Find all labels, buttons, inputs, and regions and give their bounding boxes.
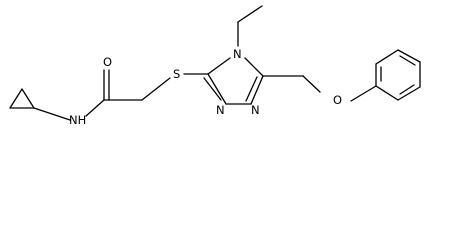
bond bbox=[375, 49, 399, 65]
chemical-structure: NH O S N N N O bbox=[9, 5, 421, 127]
bond bbox=[399, 84, 415, 95]
atom-label-n-ring: N bbox=[233, 47, 242, 61]
bond bbox=[245, 76, 258, 102]
bond bbox=[375, 85, 399, 101]
bond bbox=[244, 57, 264, 77]
bond bbox=[399, 55, 416, 66]
bond bbox=[33, 107, 71, 121]
bond bbox=[397, 86, 421, 101]
bond bbox=[203, 77, 222, 101]
bond bbox=[350, 85, 377, 102]
bond bbox=[207, 73, 227, 105]
bond bbox=[207, 57, 231, 75]
bond bbox=[21, 88, 35, 109]
atom-label-o-carbonyl: O bbox=[103, 55, 112, 69]
bond bbox=[85, 99, 105, 117]
bond bbox=[250, 75, 264, 105]
atom-label-n-a: N bbox=[216, 103, 225, 117]
bond bbox=[302, 75, 321, 93]
structure-canvas: NH O S N N N O bbox=[9, 5, 421, 127]
atom-label-o-ether: O bbox=[333, 93, 342, 107]
bond bbox=[237, 5, 263, 23]
atom-label-s: S bbox=[173, 67, 180, 81]
atom-label-n-b: N bbox=[251, 103, 260, 117]
bond bbox=[141, 77, 171, 101]
bond bbox=[9, 88, 23, 109]
bond bbox=[397, 49, 421, 63]
atom-label-nh: NH bbox=[69, 113, 86, 127]
